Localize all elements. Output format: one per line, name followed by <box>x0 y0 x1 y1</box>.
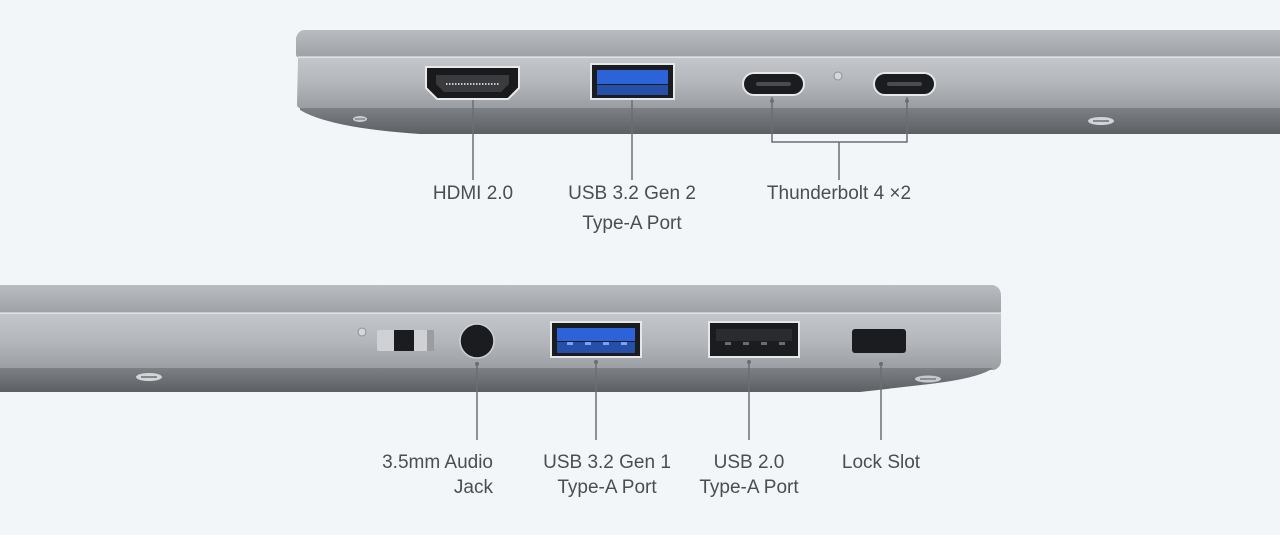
usb-3-2-gen-2-port-icon <box>590 63 675 100</box>
lock-slot-icon <box>852 329 906 353</box>
audio-jack-icon <box>459 323 495 359</box>
label-lock-slot: Lock Slot <box>841 452 921 473</box>
screw-icon <box>136 373 162 381</box>
label-thunderbolt: Thunderbolt 4 ×2 <box>766 183 912 204</box>
privacy-switch-icon <box>377 330 434 351</box>
laptop-left-side-view <box>296 30 1280 180</box>
label-hdmi: HDMI 2.0 <box>432 183 514 204</box>
usb-2-0-port-icon <box>708 321 800 358</box>
led-indicator-icon <box>357 327 367 337</box>
thunderbolt-port-icon <box>873 72 936 96</box>
leader-bracket <box>771 97 908 180</box>
usb-3-2-gen-1-port-icon <box>550 321 642 358</box>
label-usb-3-2-gen-1: USB 3.2 Gen 1 Type-A Port <box>543 452 671 498</box>
label-usb-3-2-gen-2: USB 3.2 Gen 2 Type-A Port <box>568 183 696 234</box>
screw-icon <box>353 116 367 122</box>
screw-icon <box>1088 117 1114 125</box>
laptop-right-side-view <box>0 285 1001 440</box>
thunderbolt-port-icon <box>742 72 805 96</box>
led-indicator-icon <box>833 71 843 81</box>
screw-icon <box>915 375 941 383</box>
label-audio-jack: 3.5mm Audio Jack <box>382 452 493 498</box>
label-usb-2-0: USB 2.0 Type-A Port <box>699 452 799 498</box>
hdmi-port-icon <box>425 66 520 100</box>
